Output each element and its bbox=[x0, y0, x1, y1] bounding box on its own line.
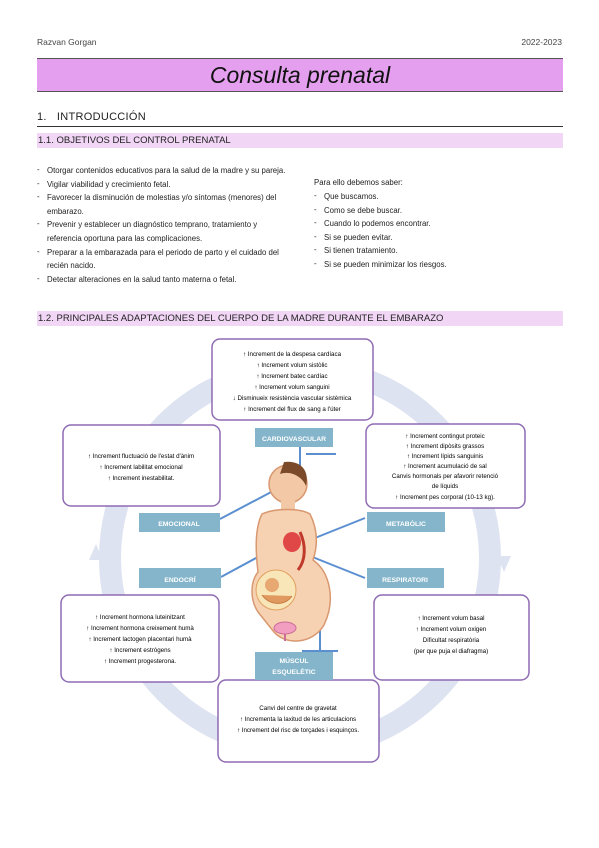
objectives-list: Otorgar contenidos educativos para la sa… bbox=[37, 163, 287, 287]
label-muscul: MÚSCUL bbox=[279, 656, 308, 665]
cardio-line: ↑ Increment del flux de sang a l'úter bbox=[243, 406, 340, 413]
list-item: Otorgar contenidos educativos para la sa… bbox=[37, 163, 287, 178]
meta-box: ↑ Increment contingut proteic ↑ Incremen… bbox=[365, 423, 526, 509]
title-banner: Consulta prenatal bbox=[37, 58, 563, 92]
emo-line: ↑ Increment fluctuació de l'estat d'ànim bbox=[88, 453, 194, 460]
label-endocri: ENDOCRÍ bbox=[164, 575, 196, 584]
list-item: Prevenir y establecer un diagnóstico tem… bbox=[37, 217, 287, 245]
subsection-heading-adaptations: 1.2. PRINCIPALES ADAPTACIONES DEL CUERPO… bbox=[37, 311, 563, 326]
cardio-line: ↑ Increment volum sanguini bbox=[254, 384, 329, 391]
list-item: Que buscamos. bbox=[314, 189, 554, 204]
resp-line: ↑ Increment volum oxigen bbox=[416, 626, 487, 633]
list-item: Preparar a la embarazada para el periodo… bbox=[37, 245, 287, 273]
section-heading: 1. INTRODUCCIÓN bbox=[37, 111, 146, 123]
meta-line: de líquids bbox=[432, 483, 459, 490]
list-item: Como se debe buscar. bbox=[314, 203, 554, 218]
musc-line: ↑ Increment del risc de torçades i esqui… bbox=[237, 727, 359, 734]
list-item: Vigilar viabilidad y crecimiento fetal. bbox=[37, 177, 287, 192]
questions-list: Que buscamos. Como se debe buscar. Cuand… bbox=[314, 189, 554, 272]
list-item: Cuando lo podemos encontrar. bbox=[314, 216, 554, 231]
label-respiratori: RESPIRATORI bbox=[382, 577, 428, 584]
resp-line: ↑ Increment volum basal bbox=[417, 615, 484, 622]
cardio-line: ↑ Increment batec cardíac bbox=[256, 373, 327, 380]
musc-line: Canvi del centre de gravetat bbox=[259, 705, 337, 712]
header-author: Razvan Gorgan bbox=[37, 37, 97, 47]
section-number: 1. bbox=[37, 111, 47, 123]
meta-line: ↑ Increment pes corporal (10-13 kg). bbox=[395, 494, 495, 501]
resp-box: ↑ Increment volum basal ↑ Increment volu… bbox=[373, 594, 530, 681]
body-illustration bbox=[251, 461, 332, 642]
endo-line: ↑ Increment hormona creixement humà bbox=[86, 625, 194, 632]
list-item: Si tienen tratamiento. bbox=[314, 243, 554, 258]
musc-line: ↑ Incrementa la laxitud de les articulac… bbox=[240, 716, 356, 723]
label-metabolic: METABÒLIC bbox=[386, 519, 426, 528]
meta-line: ↑ Increment dipòsits grassos bbox=[406, 443, 484, 450]
section-divider bbox=[37, 126, 563, 127]
adaptations-diagram: ↑ Increment de la despesa cardíaca ↑ Inc… bbox=[60, 338, 530, 763]
header-year: 2022-2023 bbox=[521, 37, 562, 47]
cardio-box: ↑ Increment de la despesa cardíaca ↑ Inc… bbox=[211, 338, 374, 421]
subsection-heading-objectives: 1.1. OBJETIVOS DEL CONTROL PRENATAL bbox=[37, 133, 563, 148]
musc-box: Canvi del centre de gravetat ↑ Increment… bbox=[217, 679, 380, 763]
endo-box: ↑ Increment hormona luteinitzant ↑ Incre… bbox=[60, 594, 220, 683]
endo-line: ↑ Increment estrògens bbox=[109, 647, 170, 654]
list-item: Si se pueden evitar. bbox=[314, 230, 554, 245]
emo-box: ↑ Increment fluctuació de l'estat d'ànim… bbox=[62, 424, 221, 507]
resp-line: (per que puja el diafragma) bbox=[414, 648, 488, 655]
meta-line: ↑ Increment lípids sanguinis bbox=[407, 453, 483, 460]
label-esqueletic: ESQUELÈTIC bbox=[272, 667, 316, 676]
emo-line: ↑ Increment inestabilitat. bbox=[108, 475, 175, 482]
endo-line: ↑ Increment lactogen placentari humà bbox=[88, 636, 192, 643]
endo-line: ↑ Increment progesterona. bbox=[104, 658, 177, 665]
cardio-line: ↓ Disminueix resistència vascular sistèm… bbox=[233, 395, 352, 402]
section-title: INTRODUCCIÓN bbox=[56, 111, 147, 123]
emo-line: ↑ Increment labilitat emocional bbox=[99, 464, 182, 471]
category-labels: CARDIOVASCULAR EMOCIONAL METABÒLIC ENDOC… bbox=[139, 428, 445, 680]
label-cardiovascular: CARDIOVASCULAR bbox=[262, 436, 326, 443]
meta-line: ↑ Increment acumulació de sal bbox=[403, 463, 487, 470]
list-item: Detectar alteraciones en la salud tanto … bbox=[37, 272, 287, 287]
right-intro: Para ello debemos saber: bbox=[314, 178, 403, 187]
cardio-line: ↑ Increment de la despesa cardíaca bbox=[243, 351, 342, 358]
label-emocional: EMOCIONAL bbox=[158, 521, 200, 528]
ring-arrow-left bbox=[89, 544, 103, 560]
ring-arrow-right bbox=[497, 556, 511, 572]
meta-line: Canvis hormonals per afavorir retenció bbox=[392, 473, 499, 480]
list-item: Si se pueden minimizar los riesgos. bbox=[314, 257, 554, 272]
meta-line: ↑ Increment contingut proteic bbox=[405, 433, 484, 440]
cardio-line: ↑ Increment volum sistòlic bbox=[257, 362, 328, 369]
resp-line: Dificultat respiratòria bbox=[423, 637, 480, 644]
endo-line: ↑ Increment hormona luteinitzant bbox=[95, 614, 185, 621]
list-item: Favorecer la disminución de molestias y/… bbox=[37, 190, 287, 218]
page-title: Consulta prenatal bbox=[209, 61, 391, 88]
